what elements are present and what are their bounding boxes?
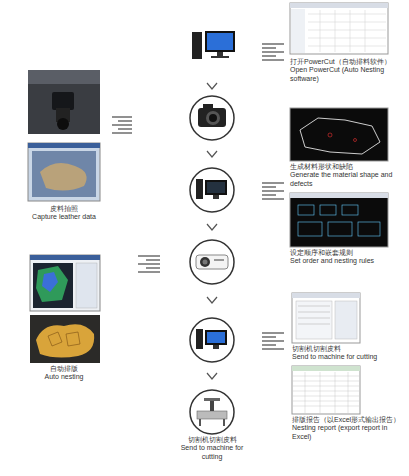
caption-english: Set order and nesting rules bbox=[290, 257, 404, 265]
shape-step: 生成材料形状和缺陷Generate the material shape and… bbox=[288, 108, 404, 188]
cutting-screenshot bbox=[292, 293, 360, 343]
projector-icon bbox=[196, 255, 228, 269]
software-step: 打开PowerCut（自动排料软件）Open PowerCut (Auto Ne… bbox=[288, 3, 404, 83]
camera-icon bbox=[198, 104, 226, 127]
capture-step: 皮料拍照Capture leather data bbox=[18, 68, 110, 222]
report-step: 排版报告（以Excel形式输出报告）Nesting report (export… bbox=[288, 366, 404, 441]
image-area bbox=[290, 108, 404, 163]
caption-chinese: 设定顺序和嵌套规则 bbox=[290, 249, 404, 257]
caption-english: Generate the material shape and defects bbox=[290, 171, 404, 188]
caption-english: Nesting report (export report in Excel) bbox=[292, 424, 404, 441]
image-area bbox=[292, 366, 404, 416]
caption-chinese: 生成材料形状和缺陷 bbox=[290, 163, 404, 171]
caption-english: Send to machine for cutting bbox=[292, 353, 404, 361]
caption-chinese: 切割机切割皮料 bbox=[292, 345, 404, 353]
image-area bbox=[292, 293, 404, 345]
caption-chinese: 皮料拍照 bbox=[18, 205, 110, 213]
image-area bbox=[290, 3, 404, 58]
image-area bbox=[18, 253, 110, 365]
image-area bbox=[290, 193, 404, 249]
caption-chinese: 排版报告（以Excel形式输出报告） bbox=[292, 416, 404, 424]
caption-chinese: 打开PowerCut（自动排料软件） bbox=[290, 58, 404, 66]
computer-icon bbox=[192, 31, 235, 59]
capture-screenshot bbox=[28, 143, 100, 201]
image-area bbox=[178, 388, 246, 436]
caption-english: Open PowerCut (Auto Nesting software) bbox=[290, 66, 404, 83]
dash-marks bbox=[112, 44, 284, 349]
monitor-icon bbox=[196, 329, 227, 349]
monitor-icon bbox=[196, 179, 227, 199]
caption-chinese: 切割机切割皮料 bbox=[178, 436, 246, 444]
rules-step: 设定顺序和嵌套规则Set order and nesting rules bbox=[288, 193, 404, 266]
nesting-step: 自动排版Auto nesting bbox=[18, 253, 110, 382]
step-circles bbox=[190, 96, 234, 434]
cutting-machine-icon bbox=[197, 398, 227, 426]
material-shape-screenshot bbox=[290, 108, 388, 161]
camera-photo bbox=[28, 70, 100, 134]
excel-report-screenshot bbox=[292, 366, 360, 414]
nesting-rules-screenshot bbox=[290, 193, 388, 247]
nesting-screenshot bbox=[30, 255, 100, 311]
caption-chinese: 自动排版 bbox=[18, 365, 110, 373]
caption-english: Auto nesting bbox=[18, 373, 110, 381]
caption-english: Capture leather data bbox=[18, 213, 110, 221]
software-screenshot bbox=[290, 3, 388, 54]
leather-photo bbox=[30, 315, 100, 363]
image-area bbox=[18, 68, 110, 205]
machine-step: 切割机切割皮料Send to machine for cutting bbox=[178, 388, 246, 461]
cutting-step: 切割机切割皮料Send to machine for cutting bbox=[288, 293, 404, 362]
caption-english: Send to machine for cutting bbox=[178, 444, 246, 461]
